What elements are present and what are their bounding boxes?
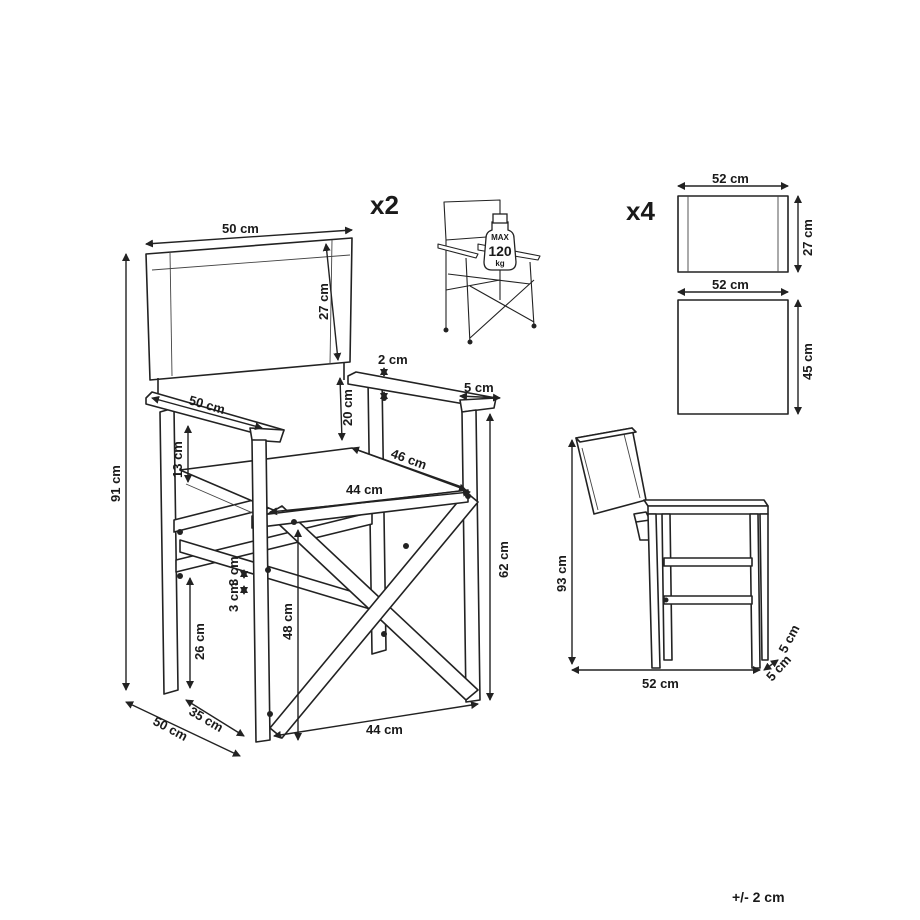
small-chair-icon — [437, 199, 541, 345]
max-weight-badge: MAX 120 kg — [483, 213, 517, 271]
dim-backrest-height: 27 cm — [316, 283, 331, 320]
dim-folded-width: 52 cm — [642, 676, 679, 691]
dim-armrest-width: 5 cm — [464, 380, 494, 395]
dim-armrest-thickness: 2 cm — [378, 352, 408, 367]
dim-seat-width: 44 cm — [346, 482, 383, 497]
badge-max: MAX — [491, 233, 509, 242]
dim-base-depth-inner: 35 cm — [187, 704, 226, 735]
dim-panel-back-height: 27 cm — [800, 219, 815, 256]
chair-dimension-lines — [122, 226, 501, 757]
seat-panel — [677, 288, 802, 415]
dim-seat-height: 48 cm — [280, 603, 295, 640]
dim-folded-height: 93 cm — [554, 555, 569, 592]
dim-panel-back-width: 52 cm — [712, 171, 749, 186]
dim-front-height: 62 cm — [496, 541, 511, 578]
badge-unit: kg — [495, 259, 504, 268]
badge-weight: 120 — [488, 243, 512, 259]
back-panel — [677, 182, 802, 273]
chair-quantity-label: x2 — [370, 190, 399, 220]
tolerance-note: +/- 2 cm — [732, 889, 785, 905]
panel-quantity-label: x4 — [626, 196, 655, 226]
folded-dimension-lines — [568, 439, 779, 674]
dim-lower-rail: 26 cm — [192, 623, 207, 660]
dim-folded-depth-top: 5 cm — [775, 622, 802, 655]
dim-arm-to-seat: 13 cm — [170, 441, 185, 478]
dim-back-gap: 20 cm — [340, 389, 355, 426]
dim-backrest-width: 50 cm — [222, 221, 259, 236]
dim-base-depth-outer: 50 cm — [151, 713, 191, 744]
dim-leg-offset: 3 cm — [226, 582, 241, 612]
dim-leg-offset-top: 3 cm — [226, 556, 241, 586]
dim-panel-seat-height: 45 cm — [800, 343, 815, 380]
dim-panel-seat-width: 52 cm — [712, 277, 749, 292]
dim-base-width: 44 cm — [366, 722, 403, 737]
dim-total-height: 91 cm — [108, 465, 123, 502]
folded-chair-drawing — [575, 427, 769, 669]
